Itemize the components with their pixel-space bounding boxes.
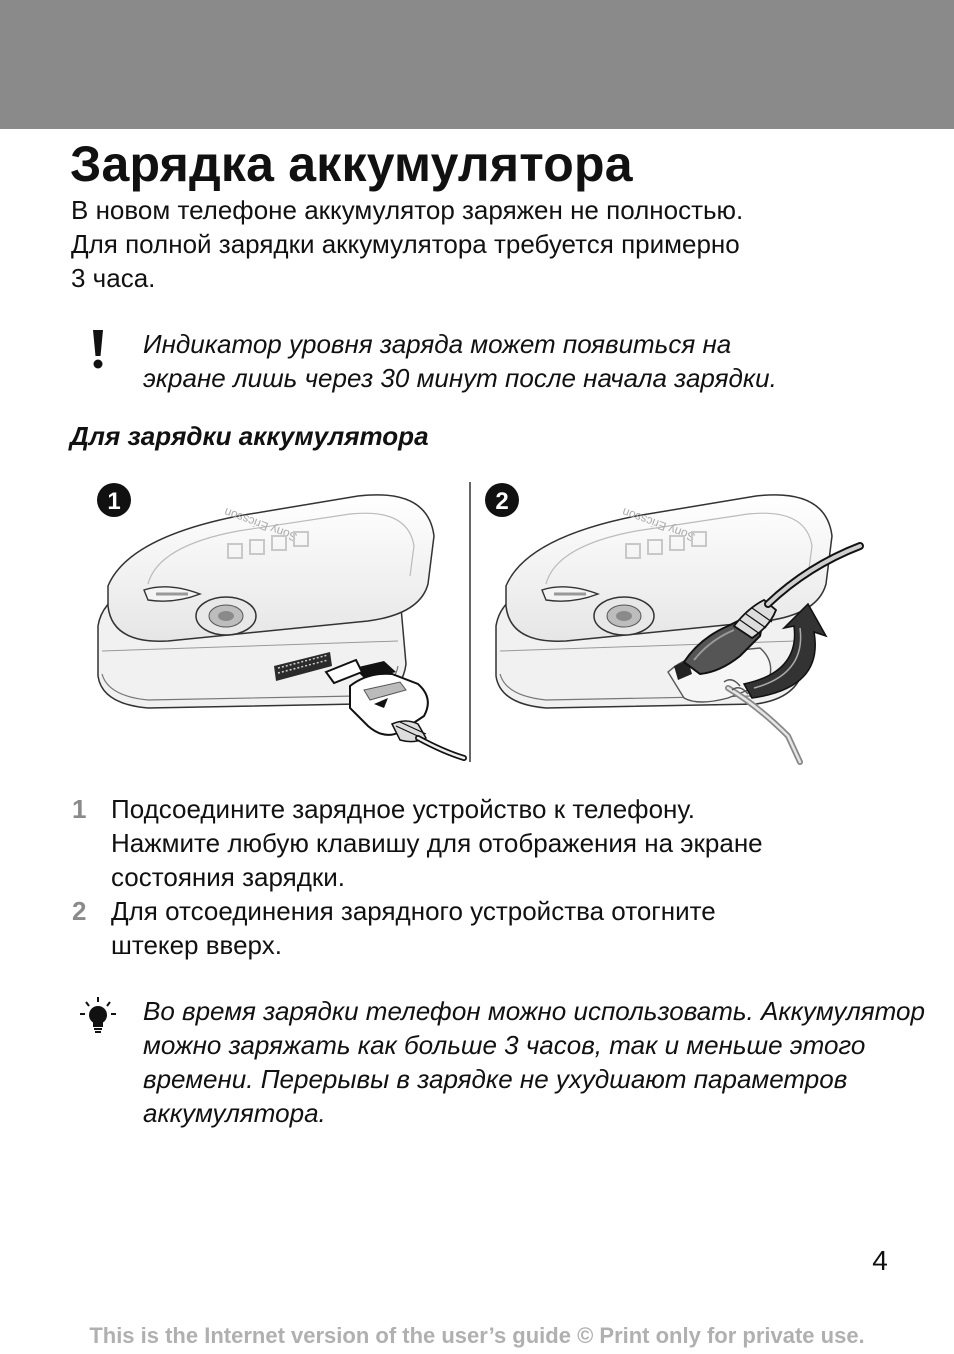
note-line: экране лишь через 30 минут после начала … (143, 363, 777, 393)
connector-port (274, 652, 332, 681)
step-number: 1 (72, 794, 87, 824)
tip-line: не ухудшают параметров аккумулятора. (143, 1064, 848, 1128)
step-number: 2 (72, 896, 87, 926)
step-line: Нажмите любую клавишу для отображения на… (111, 828, 763, 858)
step-badge-2-label: 2 (495, 488, 508, 515)
lightbulb-icon (80, 997, 116, 1033)
step-item: 2 Для отсоединения зарядного устройства … (70, 894, 763, 962)
footer-notice: This is the Internet version of the user… (89, 1323, 865, 1348)
tip-line: Аккумулятор можно заряжать как больше 3 … (143, 996, 925, 1060)
step-line: Для отсоединения зарядного устройства от… (111, 896, 716, 926)
charger-plug-1 (324, 658, 467, 761)
charger-plug-2 (667, 542, 864, 765)
tip-line: Во время зарядки телефон можно использов… (143, 996, 754, 1026)
step-text: Для отсоединения зарядного устройства от… (111, 894, 763, 962)
page-title: Зарядка аккумулятора (70, 136, 633, 192)
intro-line: Для полной зарядки аккумулятора требуетс… (71, 229, 740, 259)
steps-list: 1 Подсоедините зарядное устройство к тел… (70, 792, 763, 962)
step-line: штекер вверх. (111, 930, 282, 960)
step-line: состояния зарядки. (111, 862, 346, 892)
section-heading: Для зарядки аккумулятора (70, 421, 429, 451)
header-band (0, 0, 954, 129)
phone-panel-1: 1 Sony Ericsson (97, 483, 467, 761)
bend-up-arrow-icon (742, 602, 828, 699)
page-number: 4 (872, 1245, 888, 1276)
charging-illustration: 1 Sony Ericsson (97, 482, 864, 765)
intro-line: В новом телефоне аккумулятор заряжен не … (71, 195, 744, 225)
tip-text: Во время зарядки телефон можно использов… (143, 994, 954, 1130)
note-text: Индикатор уровня заряда может появиться … (143, 327, 777, 395)
step-badge-1 (97, 483, 131, 517)
step-line: Подсоедините зарядное устройство к телеф… (111, 794, 696, 824)
intro-paragraph: В новом телефоне аккумулятор заряжен не … (71, 193, 891, 295)
step-item: 1 Подсоедините зарядное устройство к тел… (70, 792, 763, 894)
phone-panel-2: 2 Sony Ericsson (485, 483, 864, 765)
intro-line: 3 часа. (71, 263, 156, 293)
tip-line: так и меньше этого времени. Перерывы в з… (143, 1030, 866, 1094)
step-badge-2 (485, 483, 519, 517)
step-text: Подсоедините зарядное устройство к телеф… (111, 792, 763, 894)
exclamation-icon (93, 330, 103, 369)
note-line: Индикатор уровня заряда может появиться … (143, 329, 732, 359)
step-badge-1-label: 1 (107, 488, 120, 515)
